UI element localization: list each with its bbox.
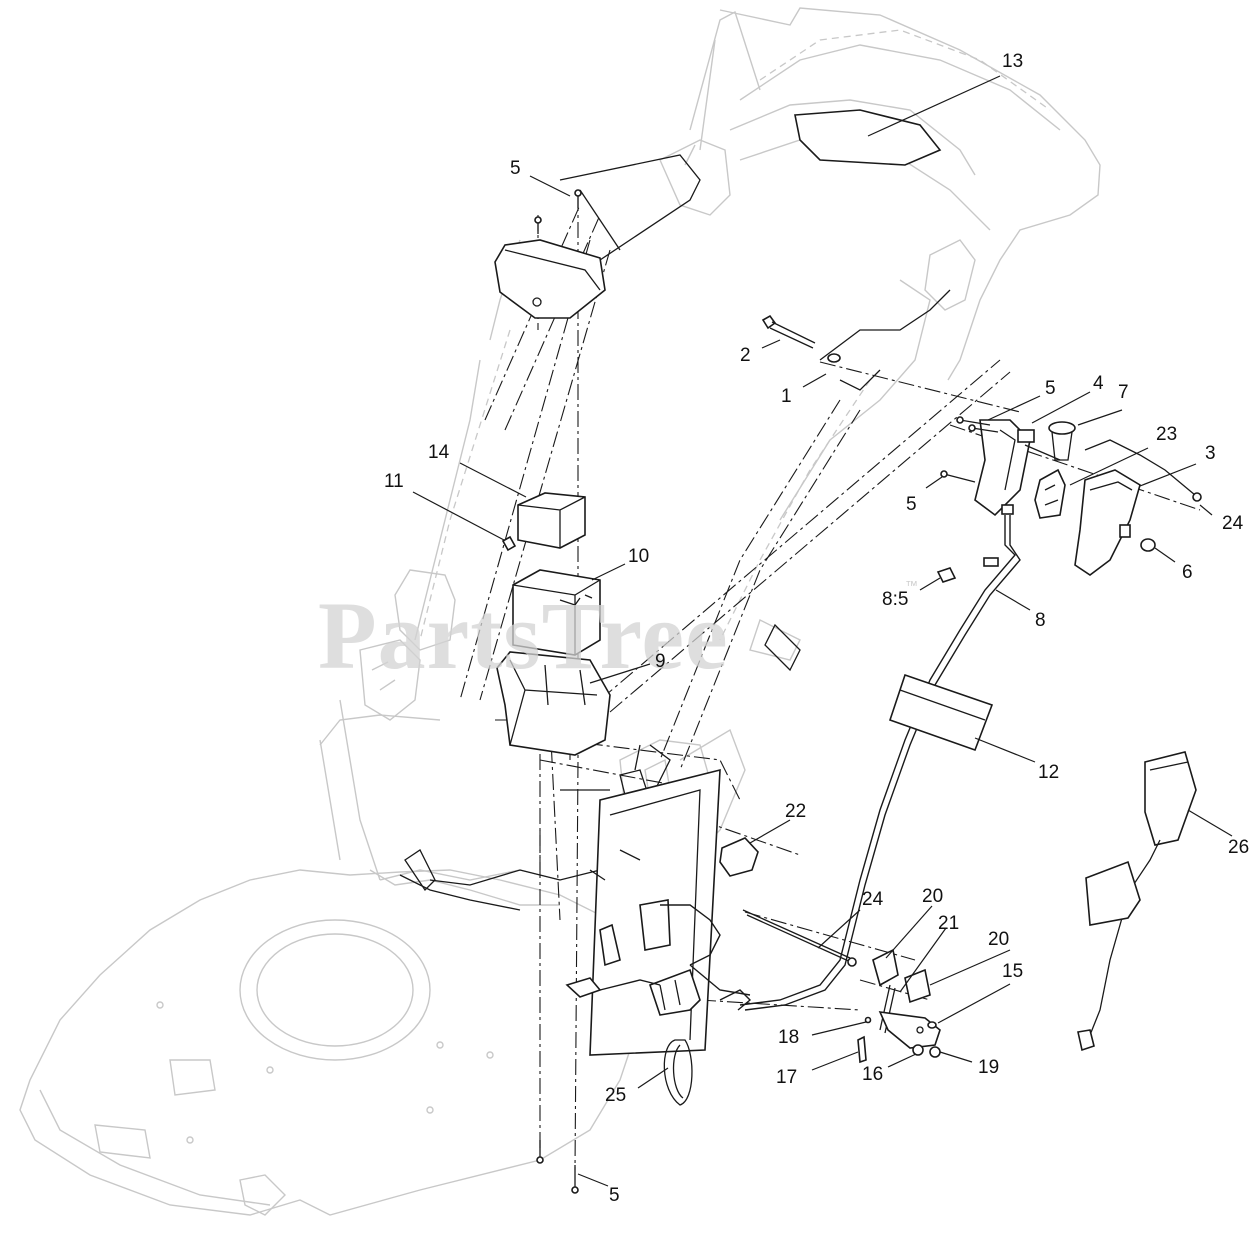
callout-26: 26 <box>1228 837 1249 858</box>
callout-labels: 13 5 2 1 5 4 7 23 3 5 24 6 14 11 10 8:5 … <box>384 51 1249 1206</box>
callout-16: 16 <box>862 1064 883 1085</box>
callout-2: 2 <box>740 345 751 366</box>
watermark-trademark: ™ <box>905 578 918 593</box>
part-24-rod <box>742 909 857 967</box>
callout-22: 22 <box>785 801 806 822</box>
control-module <box>565 768 752 1056</box>
callout-10: 10 <box>628 546 649 567</box>
callout-8: 8 <box>1035 610 1046 631</box>
callout-13: 13 <box>1002 51 1023 72</box>
battery-stack <box>496 492 611 756</box>
callout-24-top: 24 <box>1222 513 1244 534</box>
callout-19: 19 <box>978 1057 999 1078</box>
callout-17: 17 <box>776 1067 797 1088</box>
handle-frame-ghost <box>359 7 1101 861</box>
callout-21: 21 <box>938 913 959 934</box>
battery-cover <box>494 189 606 319</box>
bolt-and-washer <box>761 314 841 363</box>
callout-11: 11 <box>384 471 404 492</box>
part-12-decal <box>888 673 994 752</box>
bottom-screws <box>536 1140 579 1194</box>
callout-5-bottom: 5 <box>609 1185 620 1206</box>
callout-15: 15 <box>1002 961 1023 982</box>
callout-18: 18 <box>778 1027 799 1048</box>
callout-20-lower: 20 <box>988 929 1009 950</box>
wire-harness <box>739 504 1021 1011</box>
callout-5-switch: 5 <box>1045 378 1056 399</box>
callout-20-upper: 20 <box>922 886 943 907</box>
callout-25: 25 <box>605 1085 626 1106</box>
callout-14: 14 <box>428 442 450 463</box>
callout-5-side: 5 <box>906 494 917 515</box>
watermark-text: PartsTree <box>318 582 729 689</box>
callout-7: 7 <box>1118 382 1129 403</box>
leader-lines <box>412 75 1233 1187</box>
watermark: PartsTree ™ <box>318 578 918 689</box>
callout-8-5: 8:5 <box>882 589 908 610</box>
part-26-charger <box>1077 751 1197 1052</box>
part-13-grip-label <box>794 109 942 166</box>
lower-bracket-hardware <box>857 948 941 1064</box>
callout-12: 12 <box>1038 762 1059 783</box>
switch-box-assembly <box>940 416 1202 576</box>
callout-5-top: 5 <box>510 158 521 179</box>
callout-9: 9 <box>655 651 666 672</box>
callout-23: 23 <box>1156 424 1177 445</box>
callout-24-bottom: 24 <box>862 889 884 910</box>
callout-6: 6 <box>1182 562 1193 583</box>
part-22-relay <box>719 837 759 877</box>
callout-3: 3 <box>1205 443 1216 464</box>
callout-4: 4 <box>1093 373 1104 394</box>
callout-1: 1 <box>781 386 792 407</box>
mower-deck-ghost <box>19 699 641 1216</box>
handle-tubes <box>399 154 1011 921</box>
part-25-cable-tie <box>663 1039 693 1106</box>
